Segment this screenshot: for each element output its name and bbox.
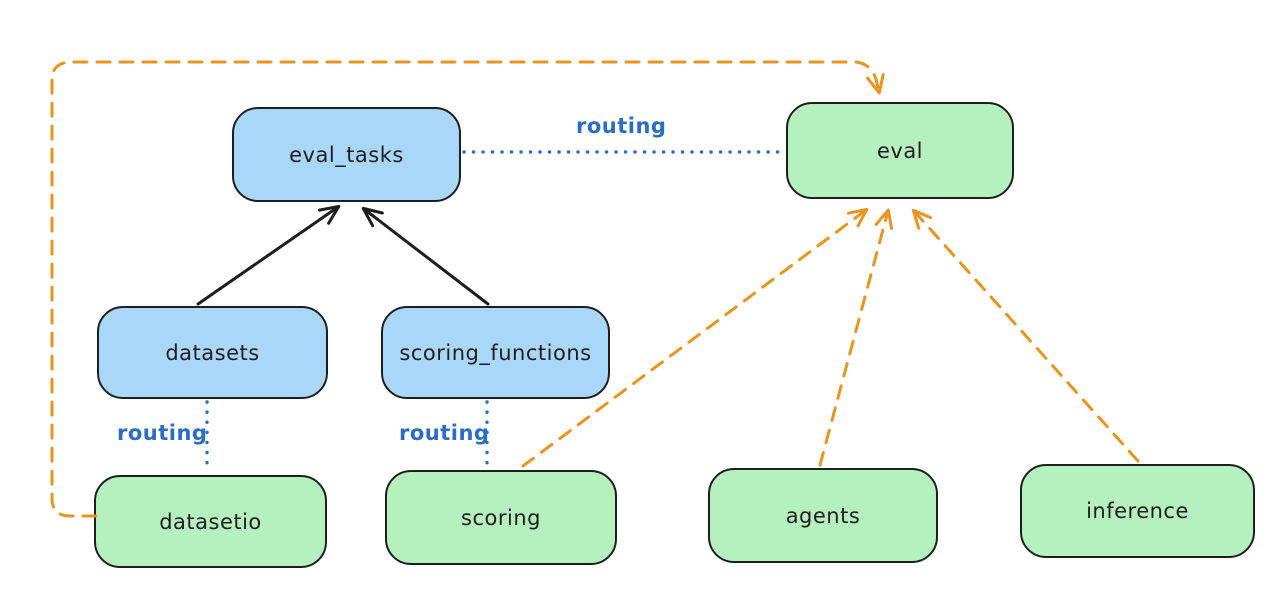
node-eval-tasks-label: eval_tasks xyxy=(289,142,404,167)
node-scoring-functions-label: scoring_functions xyxy=(399,340,592,365)
node-eval: eval xyxy=(786,102,1014,199)
node-inference-label: inference xyxy=(1086,499,1189,523)
edge-label-routing-datasets-datasetio: routing xyxy=(117,421,208,445)
node-agents: agents xyxy=(708,468,938,563)
edge-label-routing-eval-tasks-eval: routing xyxy=(576,114,667,138)
node-datasetio-label: datasetio xyxy=(159,509,262,534)
edge-datasetio-to-eval xyxy=(50,60,885,518)
edge-agents-to-eval xyxy=(818,208,894,467)
node-eval-label: eval xyxy=(876,138,924,163)
edge-label-routing-scoring-functions-scoring: routing xyxy=(399,421,490,445)
node-datasets-label: datasets xyxy=(165,340,260,365)
node-scoring-functions: scoring_functions xyxy=(381,306,610,399)
edge-inference-to-eval xyxy=(911,208,1140,463)
node-datasets: datasets xyxy=(97,306,328,399)
edge-scoring-functions-to-eval-tasks xyxy=(361,206,490,306)
node-inference: inference xyxy=(1020,464,1255,558)
node-datasetio: datasetio xyxy=(94,475,327,568)
edge-datasets-to-eval-tasks xyxy=(196,204,341,306)
node-agents-label: agents xyxy=(785,503,861,528)
node-eval-tasks: eval_tasks xyxy=(232,107,461,202)
node-scoring-label: scoring xyxy=(461,505,541,530)
node-scoring: scoring xyxy=(385,470,617,565)
